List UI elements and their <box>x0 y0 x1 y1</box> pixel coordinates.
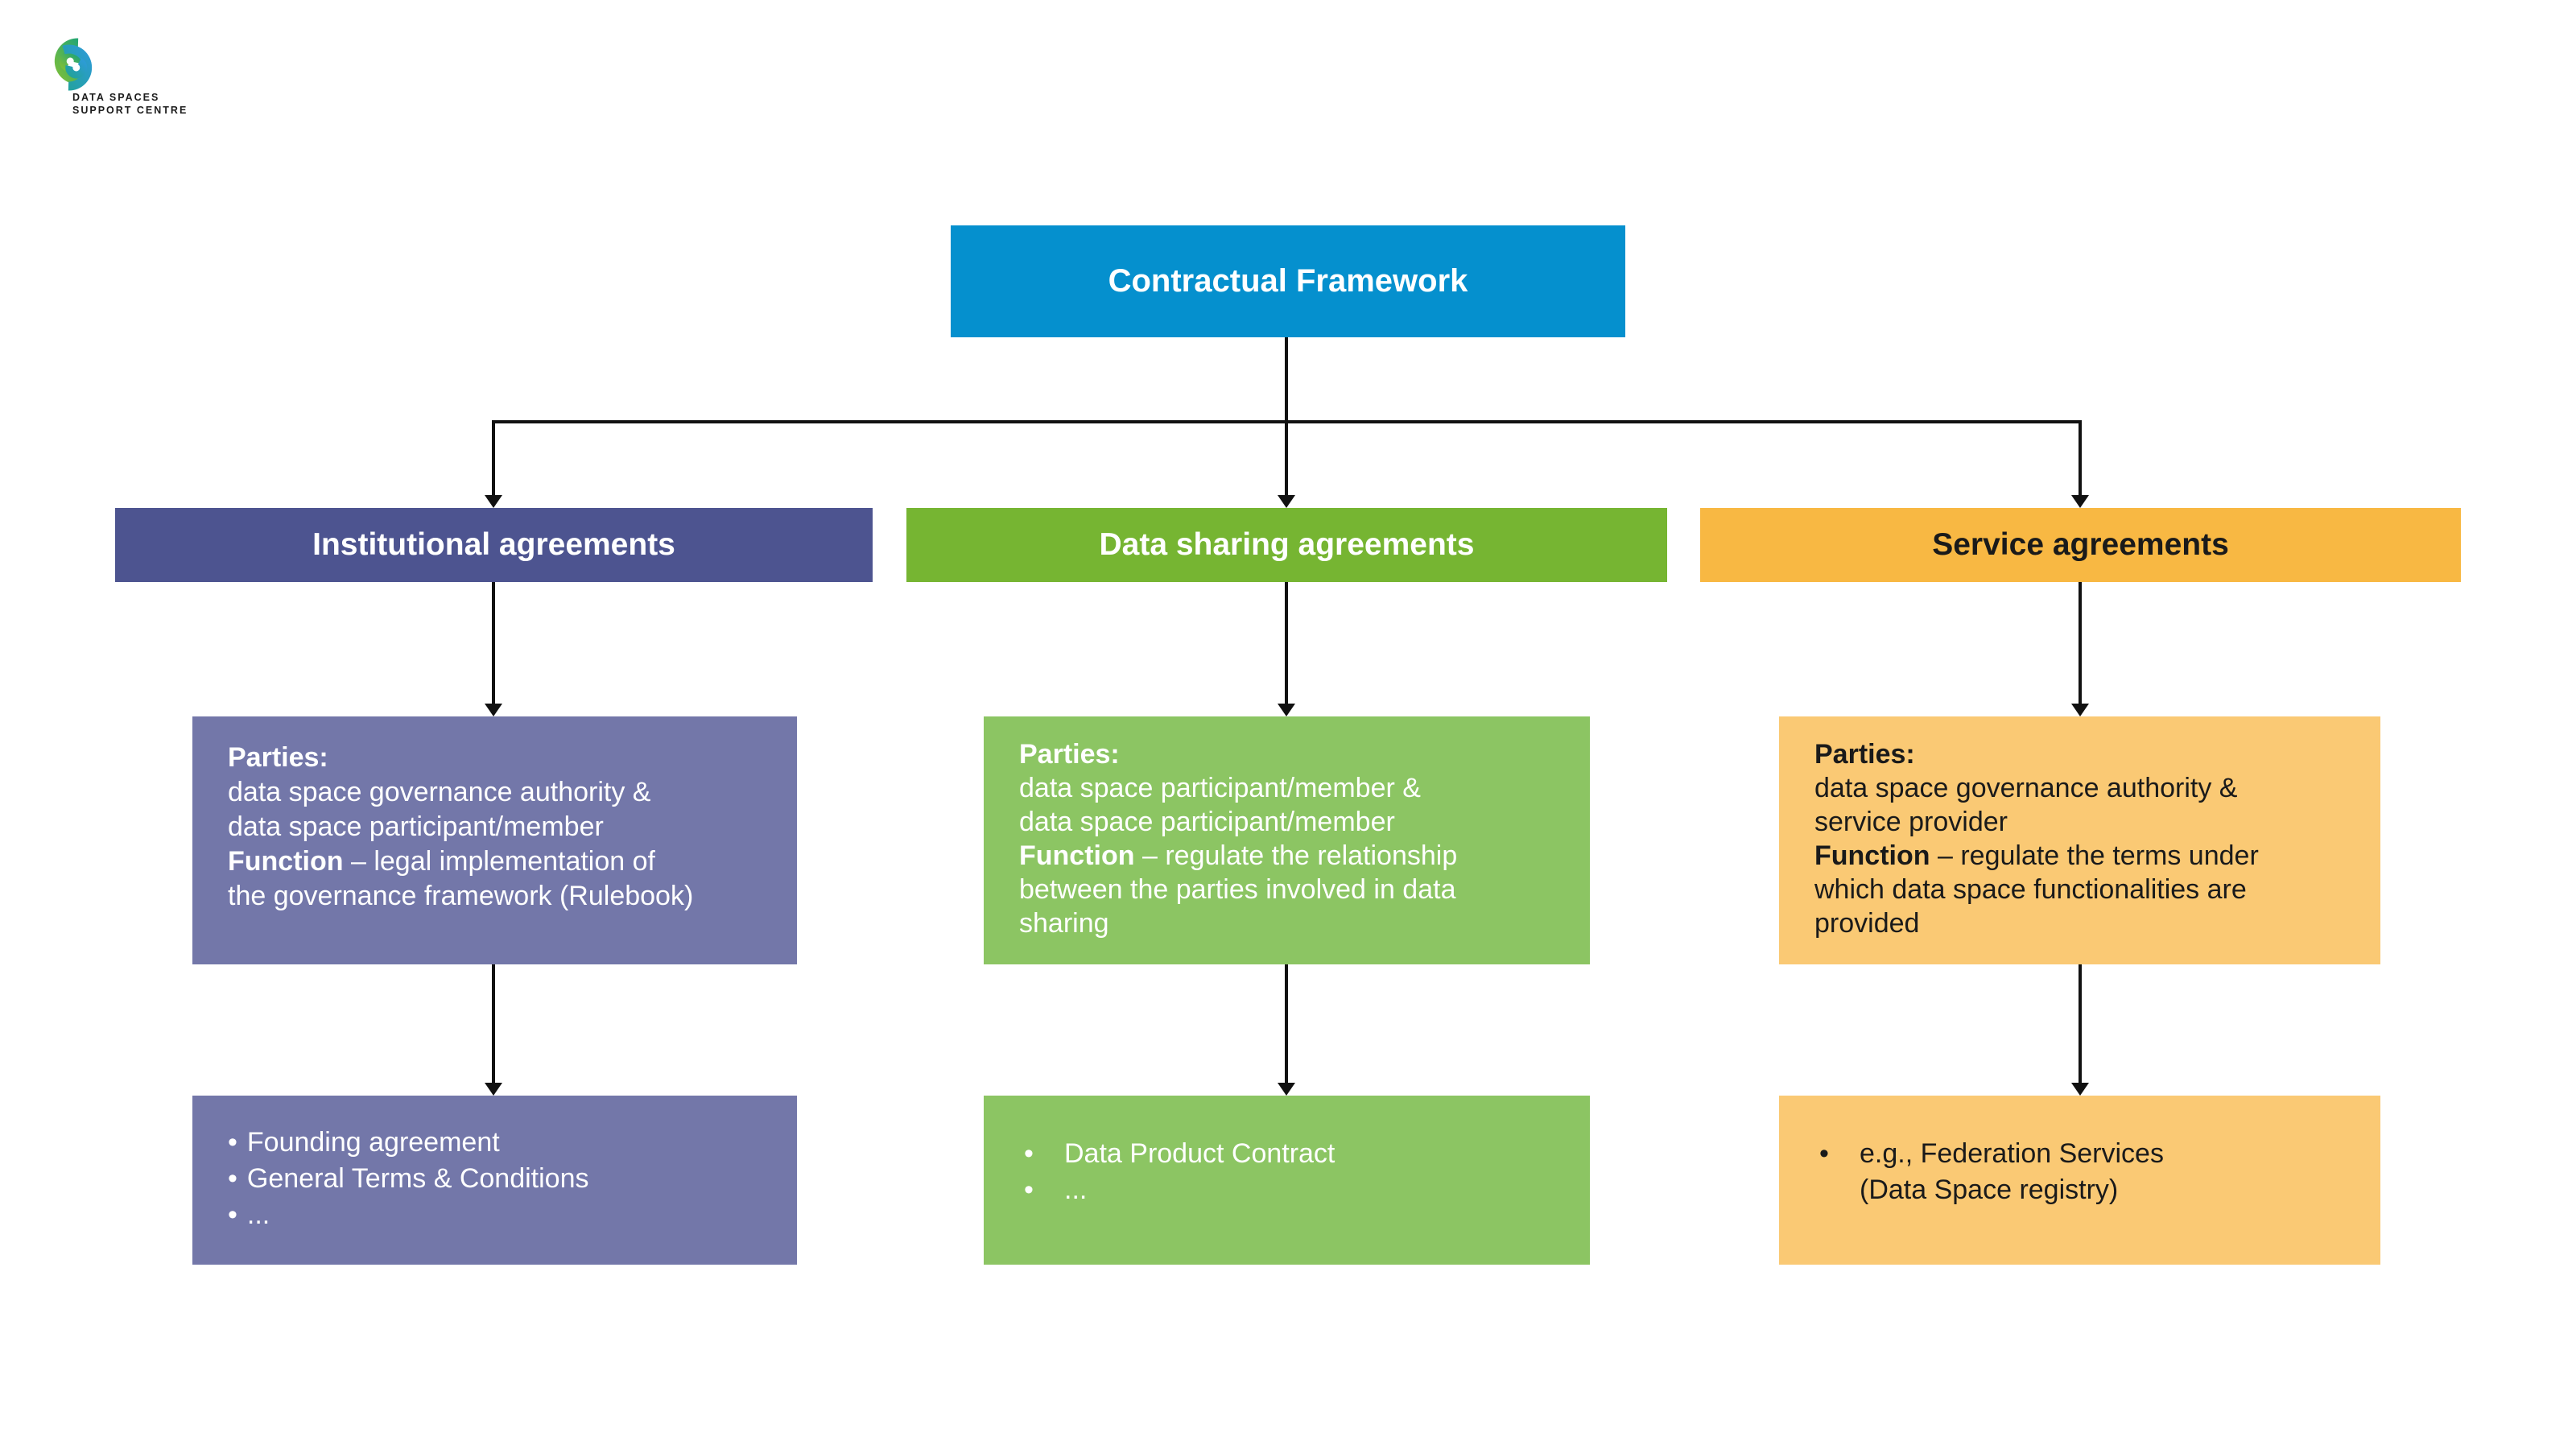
function-label: Function <box>1019 840 1135 871</box>
function-line: the governance framework (Rulebook) <box>228 881 694 911</box>
function-label: Function <box>1814 840 1930 871</box>
arrowhead-left-branch <box>485 495 502 508</box>
data-sharing-examples-box: Data Product Contract ... <box>984 1096 1590 1265</box>
connector-inst-header-body <box>492 582 495 704</box>
arrowhead-inst-body <box>485 704 502 716</box>
function-line: which data space functionalities are <box>1814 874 2247 905</box>
institutional-examples-box: Founding agreement General Terms & Condi… <box>192 1096 797 1265</box>
connector-inst-body-list <box>492 964 495 1083</box>
connector-branch-left <box>492 420 495 495</box>
data-sharing-agreements-header: Data sharing agreements <box>906 508 1667 582</box>
data-sharing-header-label: Data sharing agreements <box>1099 527 1475 562</box>
arrowhead-middle-branch <box>1278 495 1295 508</box>
function-line: sharing <box>1019 908 1109 939</box>
service-header-label: Service agreements <box>1932 527 2229 562</box>
logo-line-1: DATA SPACES <box>72 92 160 103</box>
parties-label: Parties: <box>1019 739 1120 770</box>
logo-line-2: SUPPORT CENTRE <box>72 104 188 116</box>
parties-label: Parties: <box>1814 739 1915 770</box>
list-item: ... <box>1019 1172 1554 1208</box>
connector-svc-header-body <box>2079 582 2082 704</box>
function-line: between the parties involved in data <box>1019 874 1456 905</box>
function-line: – regulate the relationship <box>1141 840 1458 871</box>
list-item: General Terms & Conditions <box>228 1161 762 1197</box>
service-agreements-header: Service agreements <box>1700 508 2461 582</box>
dssc-logo: DATA SPACES SUPPORT CENTRE <box>44 37 186 116</box>
data-sharing-parties-box: Parties: data space participant/member &… <box>984 716 1590 964</box>
data-sharing-parties-text: Parties: data space participant/member &… <box>1019 737 1554 940</box>
parties-label: Parties: <box>228 742 328 773</box>
dssc-logo-icon <box>54 38 93 91</box>
root-label: Contractual Framework <box>1108 263 1468 299</box>
function-label: Function <box>228 846 344 877</box>
function-line: – regulate the terms under <box>1937 840 2259 871</box>
arrowhead-data-list <box>1278 1083 1295 1096</box>
parties-line: data space governance authority & <box>228 777 651 807</box>
service-parties-text: Parties: data space governance authority… <box>1814 737 2345 940</box>
connector-data-body-list <box>1285 964 1288 1083</box>
connector-horizontal <box>492 420 2082 423</box>
institutional-header-label: Institutional agreements <box>312 527 675 562</box>
list-item: ... <box>228 1197 762 1233</box>
institutional-agreements-header: Institutional agreements <box>115 508 873 582</box>
arrowhead-svc-body <box>2071 704 2089 716</box>
contractual-framework-node: Contractual Framework <box>951 225 1625 337</box>
service-examples-list: e.g., Federation Services (Data Space re… <box>1814 1136 2345 1208</box>
arrowhead-data-body <box>1278 704 1295 716</box>
parties-line: data space participant/member <box>228 811 604 842</box>
data-sharing-examples-list: Data Product Contract ... <box>1019 1136 1554 1208</box>
institutional-examples-list: Founding agreement General Terms & Condi… <box>228 1125 762 1233</box>
parties-line: service provider <box>1814 807 2008 837</box>
parties-line: data space participant/member & <box>1019 773 1421 803</box>
connector-data-header-body <box>1285 582 1288 704</box>
institutional-parties-text: Parties: data space governance authority… <box>228 741 762 914</box>
arrowhead-right-branch <box>2071 495 2089 508</box>
arrowhead-inst-list <box>485 1083 502 1096</box>
connector-branch-right <box>2079 420 2082 495</box>
parties-line: data space participant/member <box>1019 807 1395 837</box>
arrowhead-svc-list <box>2071 1083 2089 1096</box>
service-examples-box: e.g., Federation Services (Data Space re… <box>1779 1096 2380 1265</box>
parties-line: data space governance authority & <box>1814 773 2238 803</box>
dssc-logo-wordmark: DATA SPACES SUPPORT CENTRE <box>72 92 188 117</box>
connector-trunk <box>1285 337 1288 495</box>
service-parties-box: Parties: data space governance authority… <box>1779 716 2380 964</box>
institutional-parties-box: Parties: data space governance authority… <box>192 716 797 964</box>
function-line: provided <box>1814 908 1920 939</box>
connector-svc-body-list <box>2079 964 2082 1083</box>
function-line: – legal implementation of <box>350 846 655 877</box>
list-item: Founding agreement <box>228 1125 762 1161</box>
list-item: Data Product Contract <box>1019 1136 1554 1172</box>
list-item: e.g., Federation Services (Data Space re… <box>1814 1136 2345 1208</box>
